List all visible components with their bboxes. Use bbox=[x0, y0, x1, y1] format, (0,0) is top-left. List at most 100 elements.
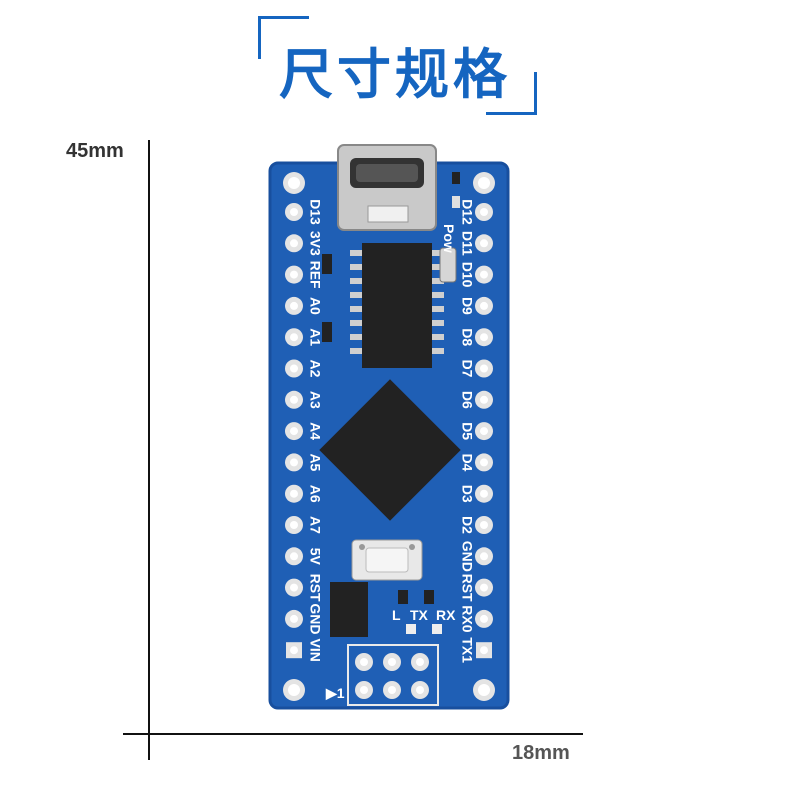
right-pad-rst-hole bbox=[480, 583, 488, 592]
chip-leg bbox=[350, 306, 362, 312]
mounting-holes bbox=[283, 172, 495, 701]
pin-label-right-d3: D3 bbox=[459, 485, 475, 503]
pin-label-left-ref: REF bbox=[307, 261, 323, 289]
right-pad-rx0-hole bbox=[480, 614, 488, 623]
horizontal-dimension-axis bbox=[123, 733, 583, 735]
right-pad-d2-hole bbox=[480, 521, 488, 529]
right-pad-d10-hole bbox=[480, 270, 488, 279]
icsp-pad-hole bbox=[388, 658, 396, 666]
chip-leg bbox=[432, 306, 444, 312]
right-pad-gnd-hole bbox=[480, 552, 488, 561]
pin-label-left-a7: A7 bbox=[307, 516, 323, 534]
vertical-dimension-axis bbox=[148, 140, 150, 760]
left-pad-vin-hole bbox=[290, 646, 298, 655]
pin-label-left-a5: A5 bbox=[307, 453, 323, 471]
pin-label-right-d10: D10 bbox=[459, 262, 475, 288]
left-pad-rst-hole bbox=[290, 583, 298, 592]
right-pad-d12-hole bbox=[480, 208, 488, 216]
right-pad-d7-hole bbox=[480, 364, 488, 373]
pin-label-left-rst: RST bbox=[307, 574, 323, 602]
left-pad-5v-hole bbox=[290, 552, 298, 561]
right-pad-d5-hole bbox=[480, 427, 488, 436]
pin-label-left-a6: A6 bbox=[307, 485, 323, 503]
left-pad-a7-hole bbox=[290, 521, 298, 529]
left-pad-a0-hole bbox=[290, 301, 298, 310]
pin-label-left-a1: A1 bbox=[307, 328, 323, 346]
left-pad-a3-hole bbox=[290, 395, 298, 404]
title-block: 尺寸规格 bbox=[0, 0, 790, 120]
chip-leg bbox=[350, 334, 362, 340]
pin-label-right-d9: D9 bbox=[459, 297, 475, 315]
left-pad-3v3-hole bbox=[290, 239, 298, 248]
usb-connector bbox=[337, 144, 437, 231]
right-pad-d8-hole bbox=[480, 333, 488, 342]
left-pad-a5-hole bbox=[290, 458, 298, 467]
pin-label-left-vin: VIN bbox=[307, 639, 323, 662]
right-pad-d3-hole bbox=[480, 489, 488, 498]
right-pad-d6-hole bbox=[480, 395, 488, 404]
pin-label-right-d7: D7 bbox=[459, 360, 475, 378]
pin1-marker: ▶1 bbox=[325, 685, 345, 701]
pin-label-left-a3: A3 bbox=[307, 391, 323, 409]
icsp-pads bbox=[355, 653, 429, 699]
chip-leg bbox=[350, 278, 362, 284]
chip-leg bbox=[350, 264, 362, 270]
chip-leg bbox=[350, 348, 362, 354]
height-dimension-label: 45mm bbox=[66, 140, 124, 162]
crystal bbox=[439, 247, 457, 283]
title-bracket-bottom-right bbox=[486, 72, 537, 115]
pin-label-right-tx1: TX1 bbox=[459, 637, 475, 663]
pin-label-right-d6: D6 bbox=[459, 391, 475, 409]
chip-leg bbox=[432, 320, 444, 326]
right-pad-d11-hole bbox=[480, 239, 488, 248]
smd-components bbox=[322, 172, 460, 634]
pin-label-left-3v3: 3V3 bbox=[307, 231, 323, 256]
pin-label-left-a0: A0 bbox=[307, 297, 323, 315]
pin-label-right-d2: D2 bbox=[459, 516, 475, 534]
mcu-chip bbox=[319, 379, 461, 521]
icsp-pad-hole bbox=[416, 658, 424, 666]
pin-label-right-d4: D4 bbox=[459, 453, 475, 471]
icsp-pad-hole bbox=[416, 686, 424, 694]
title-bracket-top-left bbox=[258, 16, 309, 59]
left-pad-gnd-hole bbox=[290, 614, 298, 623]
rx-led-label: RX bbox=[436, 607, 456, 623]
reset-button bbox=[351, 539, 423, 581]
pin-label-right-rx0: RX0 bbox=[459, 605, 475, 632]
chip-leg bbox=[432, 278, 444, 284]
chip-leg bbox=[432, 334, 444, 340]
right-pad-tx1-hole bbox=[480, 646, 488, 655]
voltage-regulator bbox=[330, 582, 368, 637]
chip-leg bbox=[350, 320, 362, 326]
pin-label-left-a2: A2 bbox=[307, 360, 323, 378]
chip-leg bbox=[432, 264, 444, 270]
right-pin-pads bbox=[475, 203, 493, 659]
left-pad-a6-hole bbox=[290, 489, 298, 498]
l-led-label: L bbox=[392, 607, 401, 623]
pow-led-label: Pow bbox=[441, 224, 457, 253]
chip-leg bbox=[350, 250, 362, 256]
pin-label-right-d11: D11 bbox=[459, 231, 475, 256]
usb-serial-chip bbox=[362, 243, 432, 368]
icsp-header bbox=[347, 644, 439, 706]
page-title: 尺寸规格 bbox=[279, 43, 511, 106]
pin-label-right-d5: D5 bbox=[459, 422, 475, 440]
left-pad-a1-hole bbox=[290, 333, 298, 342]
pin-label-left-5v: 5V bbox=[307, 548, 323, 566]
pin-label-right-d8: D8 bbox=[459, 328, 475, 346]
left-pad-a2-hole bbox=[290, 364, 298, 373]
chip-legs bbox=[350, 250, 444, 354]
left-pin-pads bbox=[285, 203, 303, 659]
icsp-pad-hole bbox=[360, 658, 368, 666]
pin-label-left-a4: A4 bbox=[307, 422, 323, 440]
right-pad-d4-hole bbox=[480, 458, 488, 467]
left-pad-a4-hole bbox=[290, 427, 298, 436]
pin-label-right-rst: RST bbox=[459, 574, 475, 602]
left-pad-d13-hole bbox=[290, 208, 298, 216]
pin-label-right-d12: D12 bbox=[459, 199, 475, 225]
width-dimension-label: 18mm bbox=[512, 742, 570, 764]
chip-leg bbox=[432, 292, 444, 298]
